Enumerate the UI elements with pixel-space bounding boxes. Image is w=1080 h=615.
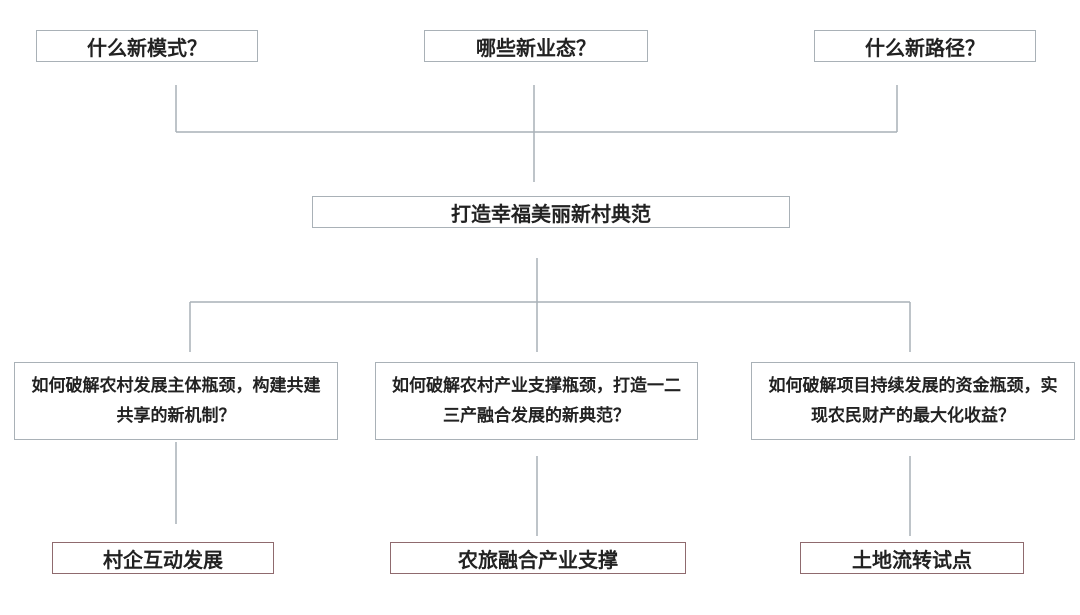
top-question-label: 哪些新业态？ [476, 35, 596, 60]
top-question-box-1: 什么新模式？ [36, 30, 258, 62]
bottleneck-question-line-1: 如何破解项目持续发展的资金瓶颈，实 [768, 376, 1058, 396]
top-question-label: 什么新模式？ [87, 35, 207, 60]
result-box-1: 村企互动发展 [52, 542, 274, 574]
bottleneck-question-line-1: 如何破解农村发展主体瓶颈，构建共建 [31, 376, 321, 396]
center-goal-label: 打造幸福美丽新村典范 [451, 201, 651, 226]
top-question-label: 什么新路径？ [865, 35, 985, 60]
bottleneck-question-box-1: 如何破解农村发展主体瓶颈，构建共建 共享的新机制？ [14, 362, 338, 440]
center-goal-box: 打造幸福美丽新村典范 [312, 196, 790, 228]
bottleneck-question-box-2: 如何破解农村产业支撑瓶颈，打造一二 三产融合发展的新典范？ [375, 362, 698, 440]
bottleneck-question-line-2: 共享的新机制？ [116, 406, 236, 426]
top-question-box-3: 什么新路径？ [814, 30, 1036, 62]
bottleneck-question-box-3: 如何破解项目持续发展的资金瓶颈，实 现农民财产的最大化收益？ [751, 362, 1075, 440]
result-box-2: 农旅融合产业支撑 [390, 542, 686, 574]
result-label: 土地流转试点 [852, 547, 972, 572]
result-label: 村企互动发展 [103, 547, 223, 572]
bottleneck-question-line-2: 现农民财产的最大化收益？ [811, 406, 1015, 426]
bottleneck-question-line-2: 三产融合发展的新典范？ [443, 406, 630, 426]
bottleneck-question-line-1: 如何破解农村产业支撑瓶颈，打造一二 [392, 376, 681, 396]
top-question-box-2: 哪些新业态？ [424, 30, 648, 62]
result-label: 农旅融合产业支撑 [458, 547, 618, 572]
result-box-3: 土地流转试点 [800, 542, 1024, 574]
